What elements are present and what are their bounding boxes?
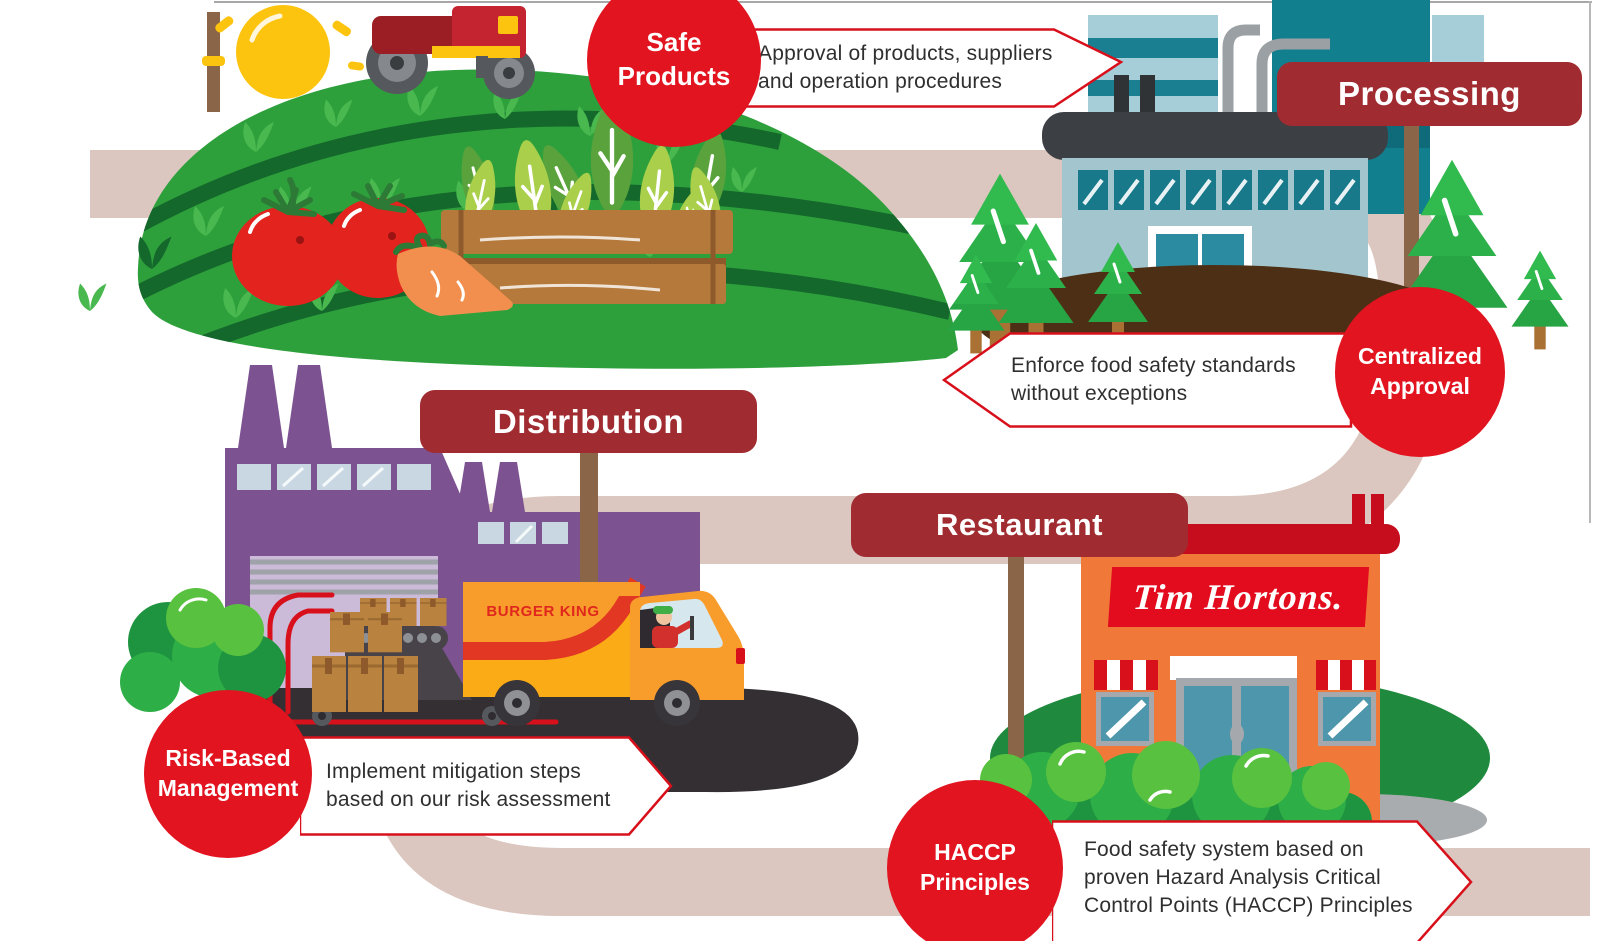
banner-text-line: and operation procedures [758, 70, 1003, 93]
truck-driver [652, 606, 694, 648]
farm-scene [78, 5, 958, 369]
sun-icon [215, 5, 364, 99]
banner-text-line: based on our risk assessment [326, 788, 611, 811]
badge-line: Principles [920, 869, 1030, 895]
wooden-crate [441, 210, 733, 304]
left-awning [1094, 660, 1158, 690]
delivery-truck [463, 577, 745, 726]
tim-hortons-logo: Tim Hortons. [1107, 567, 1370, 627]
banner-arrow-shape [700, 28, 1124, 108]
processing-plant [946, 0, 1570, 375]
plant-windows [1078, 170, 1360, 210]
burger-king-logo: BURGER KING [486, 602, 600, 620]
haccp-badge: HACCP Principles [887, 780, 1063, 941]
restaurant-sign: Restaurant [851, 493, 1188, 557]
banner-text-line: Approval of products, suppliers [758, 42, 1053, 65]
badge-line: Safe [646, 27, 702, 58]
badge-line: Approval [1370, 373, 1470, 399]
badge-line: Risk-Based [165, 745, 291, 772]
badge-line: Centralized [1358, 343, 1482, 370]
banner-text-line: Enforce food safety standards [1011, 354, 1296, 377]
carrot [393, 232, 513, 316]
banner-arrow-shape [300, 736, 673, 836]
tractor [366, 6, 535, 99]
lettuce-crate [441, 98, 735, 304]
banner-text-line: Food safety system based on [1084, 838, 1364, 861]
right-awning [1316, 660, 1376, 690]
processing-sign-post [1404, 124, 1419, 320]
centralized-approval-banner: Enforce food safety standards without ex… [941, 332, 1353, 428]
badge-line: Products [617, 61, 731, 91]
banner-text-line: without exceptions [1011, 382, 1188, 405]
right-window [1318, 692, 1376, 746]
signpost-pole [202, 12, 225, 112]
bush [120, 588, 286, 712]
banner-arrow-shape [941, 332, 1353, 428]
centralized-approval-badge: Centralized Approval [1335, 287, 1505, 457]
safe-products-badge: Safe Products [587, 0, 761, 147]
safe-products-banner: Approval of products, suppliers and oper… [700, 28, 1124, 108]
banner-text-line: proven Hazard Analysis Critical [1084, 866, 1381, 889]
risk-based-banner: Implement mitigation steps based on our … [300, 736, 674, 836]
left-window [1096, 692, 1154, 746]
banner-text-line: Implement mitigation steps [326, 760, 581, 783]
storefront-canopy [1170, 656, 1297, 680]
badge-line: Management [157, 775, 299, 801]
haccp-banner: Food safety system based on proven Hazar… [1052, 820, 1474, 941]
risk-based-badge: Risk-Based Management [144, 690, 312, 858]
banner-arrow-shape [1052, 820, 1473, 941]
badge-line: HACCP [934, 839, 1016, 866]
processing-sign: Processing [1277, 62, 1582, 126]
distribution-sign: Distribution [420, 390, 757, 453]
banner-text-line: Control Points (HACCP) Principles [1084, 894, 1413, 917]
page-edge-lines [214, 1, 1592, 523]
